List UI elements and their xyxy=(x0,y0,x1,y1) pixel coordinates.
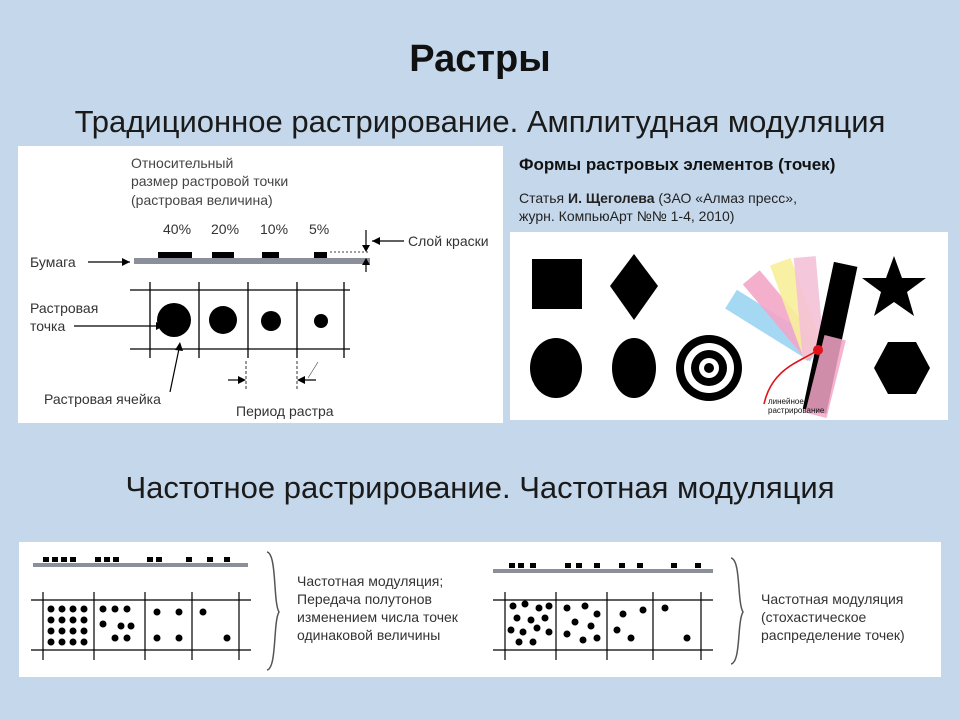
fm-left-grid xyxy=(31,592,251,660)
dot-label-line1: Растровая xyxy=(30,300,98,316)
fm-left-caption-4: одинаковой величины xyxy=(297,627,440,643)
period-label: Период растра xyxy=(236,403,334,419)
fm-left-dots xyxy=(47,605,231,646)
fm-right-caption-3: распределение точек) xyxy=(761,627,905,643)
fm-left-ink-blocks xyxy=(43,557,230,562)
ink-block-40 xyxy=(158,252,192,258)
raster-dot-5 xyxy=(314,314,328,328)
subtitle-fm: Частотное растрирование. Частотная модул… xyxy=(125,470,835,505)
raster-dot-40 xyxy=(157,303,191,337)
am-diagram-panel: Относительный размер растровой точки (ра… xyxy=(18,146,503,423)
percent-20: 20% xyxy=(211,221,239,237)
ink-block-10 xyxy=(262,252,279,258)
percent-40: 40% xyxy=(163,221,191,237)
slide-title: Растры xyxy=(409,38,551,80)
shapes-caption-heading: Формы растровых элементов (точек) xyxy=(519,155,836,174)
elliptical-dot-shape xyxy=(612,338,656,398)
diamond-dot-shape xyxy=(610,254,658,320)
ink-block-20 xyxy=(212,252,234,258)
fm-right-caption-1: Частотная модуляция xyxy=(761,591,903,607)
subtitle-am: Традиционное растрирование. Амплитудная … xyxy=(74,104,886,139)
fm-left-caption-3: изменением числа точек xyxy=(297,609,459,625)
am-heading-line2: размер растровой точки xyxy=(131,173,288,189)
am-heading-line3: (растровая величина) xyxy=(131,192,273,208)
shapes-figure: линейное растрирование xyxy=(530,254,930,418)
round-dot-shape xyxy=(530,338,582,398)
concentric-dot-shape xyxy=(676,335,742,401)
raster-dot-10 xyxy=(261,311,281,331)
dot-label-line2: точка xyxy=(30,318,65,334)
cell-label: Растровая ячейка xyxy=(44,391,161,407)
line-screen-fan xyxy=(725,256,858,418)
fm-diagram-panel: Частотная модуляция; Передача полутонов … xyxy=(19,542,941,677)
raster-grid xyxy=(130,282,350,358)
percent-5: 5% xyxy=(309,221,329,237)
hexagon-dot-shape xyxy=(874,342,930,394)
am-diagram: Относительный размер растровой точки (ра… xyxy=(30,155,489,419)
fm-right-caption-2: (стохастическое xyxy=(761,609,867,625)
shapes-caption-line2: журн. КомпьюАрт №№ 1-4, 2010) xyxy=(519,208,735,224)
fm-left-caption-2: Передача полутонов xyxy=(297,591,432,607)
ink-layer-label: Слой краски xyxy=(408,233,489,249)
fm-left-caption-1: Частотная модуляция; xyxy=(297,573,443,589)
am-heading-line1: Относительный xyxy=(131,155,233,171)
paper-strip xyxy=(134,258,370,264)
shapes-caption-line1: Статья И. Щеголева (ЗАО «Алмаз пресс», xyxy=(519,190,797,206)
shapes-figure-panel: линейное растрирование xyxy=(510,232,948,420)
line-screen-label-2: растрирование xyxy=(768,406,825,415)
fm-diagram: Частотная модуляция; Передача полутонов … xyxy=(31,551,905,671)
percent-10: 10% xyxy=(260,221,288,237)
star-dot-shape xyxy=(862,256,926,316)
fm-right-grid xyxy=(493,592,713,660)
ink-block-5 xyxy=(314,252,327,258)
raster-dot-20 xyxy=(209,306,237,334)
fm-right-ink-blocks xyxy=(509,563,701,568)
line-screen-label-1: линейное xyxy=(768,397,804,406)
fm-right-dots xyxy=(507,600,691,646)
square-dot-shape xyxy=(532,259,582,309)
paper-label: Бумага xyxy=(30,254,76,270)
